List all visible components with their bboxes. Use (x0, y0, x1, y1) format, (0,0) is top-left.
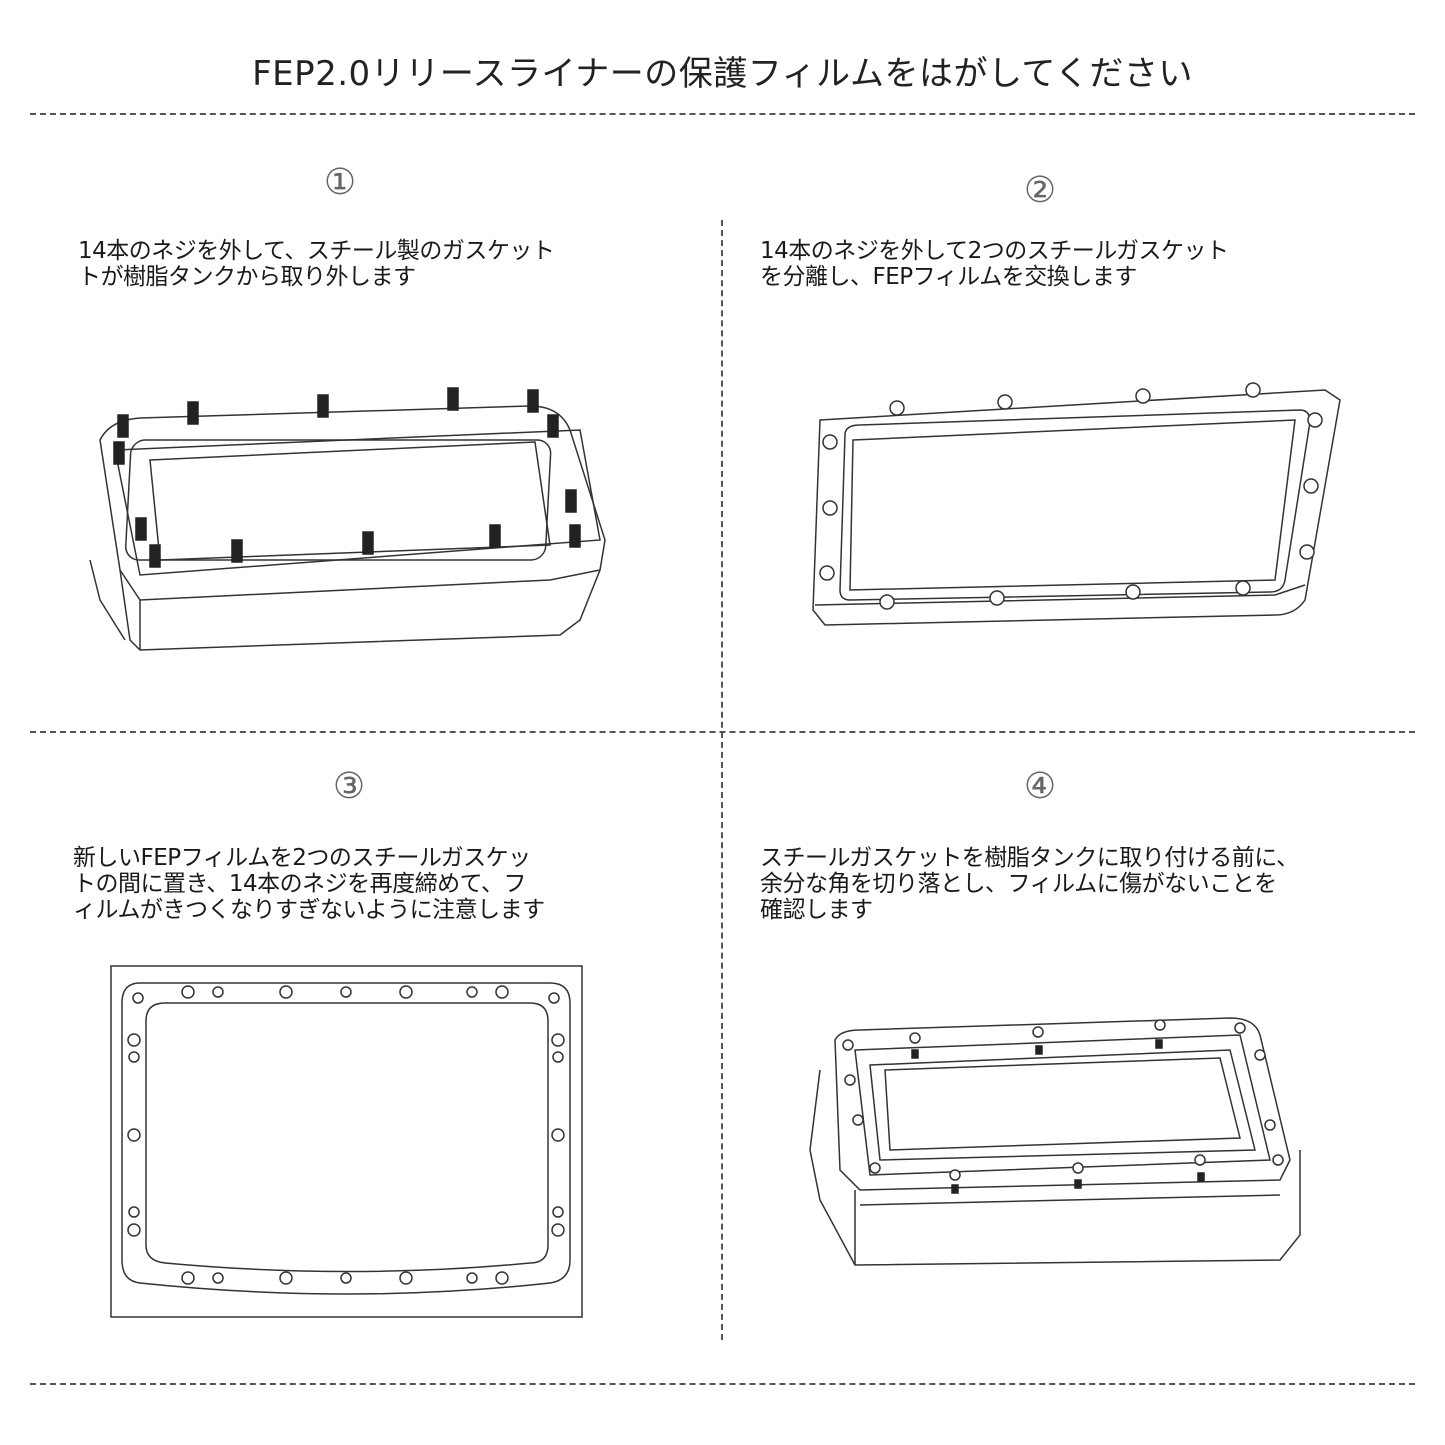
step-1-text: 14本のネジを外して、スチール製のガスケット トが樹脂タンクから取り外します (78, 238, 555, 290)
gasket-top-view-illustration (110, 965, 583, 1318)
divider-bottom (30, 1383, 1415, 1385)
step-3-text: 新しいFEPフィルムを2つのスチールガスケッ トの間に置き、14本のネジを再度締… (73, 845, 545, 923)
gasket-install-illustration (809, 1017, 1301, 1266)
step-4-text: スチールガスケットを樹脂タンクに取り付ける前に、 余分な角を切り落とし、フィルム… (760, 845, 1299, 923)
divider-vertical (721, 220, 723, 1340)
divider-top (30, 113, 1415, 115)
step-3-number: ③ (332, 766, 366, 807)
resin-tank-with-screws-illustration (89, 387, 606, 651)
page-title: FEP2.0リリースライナーの保護フィルムをはがしてください (252, 54, 1193, 94)
step-4-number: ④ (1023, 766, 1057, 807)
separated-gaskets-illustration (812, 382, 1341, 626)
step-2-number: ② (1023, 170, 1057, 211)
step-1-number: ① (323, 162, 357, 203)
step-2-text: 14本のネジを外して2つのスチールガスケット を分離し、FEPフィルムを交換しま… (760, 238, 1229, 290)
